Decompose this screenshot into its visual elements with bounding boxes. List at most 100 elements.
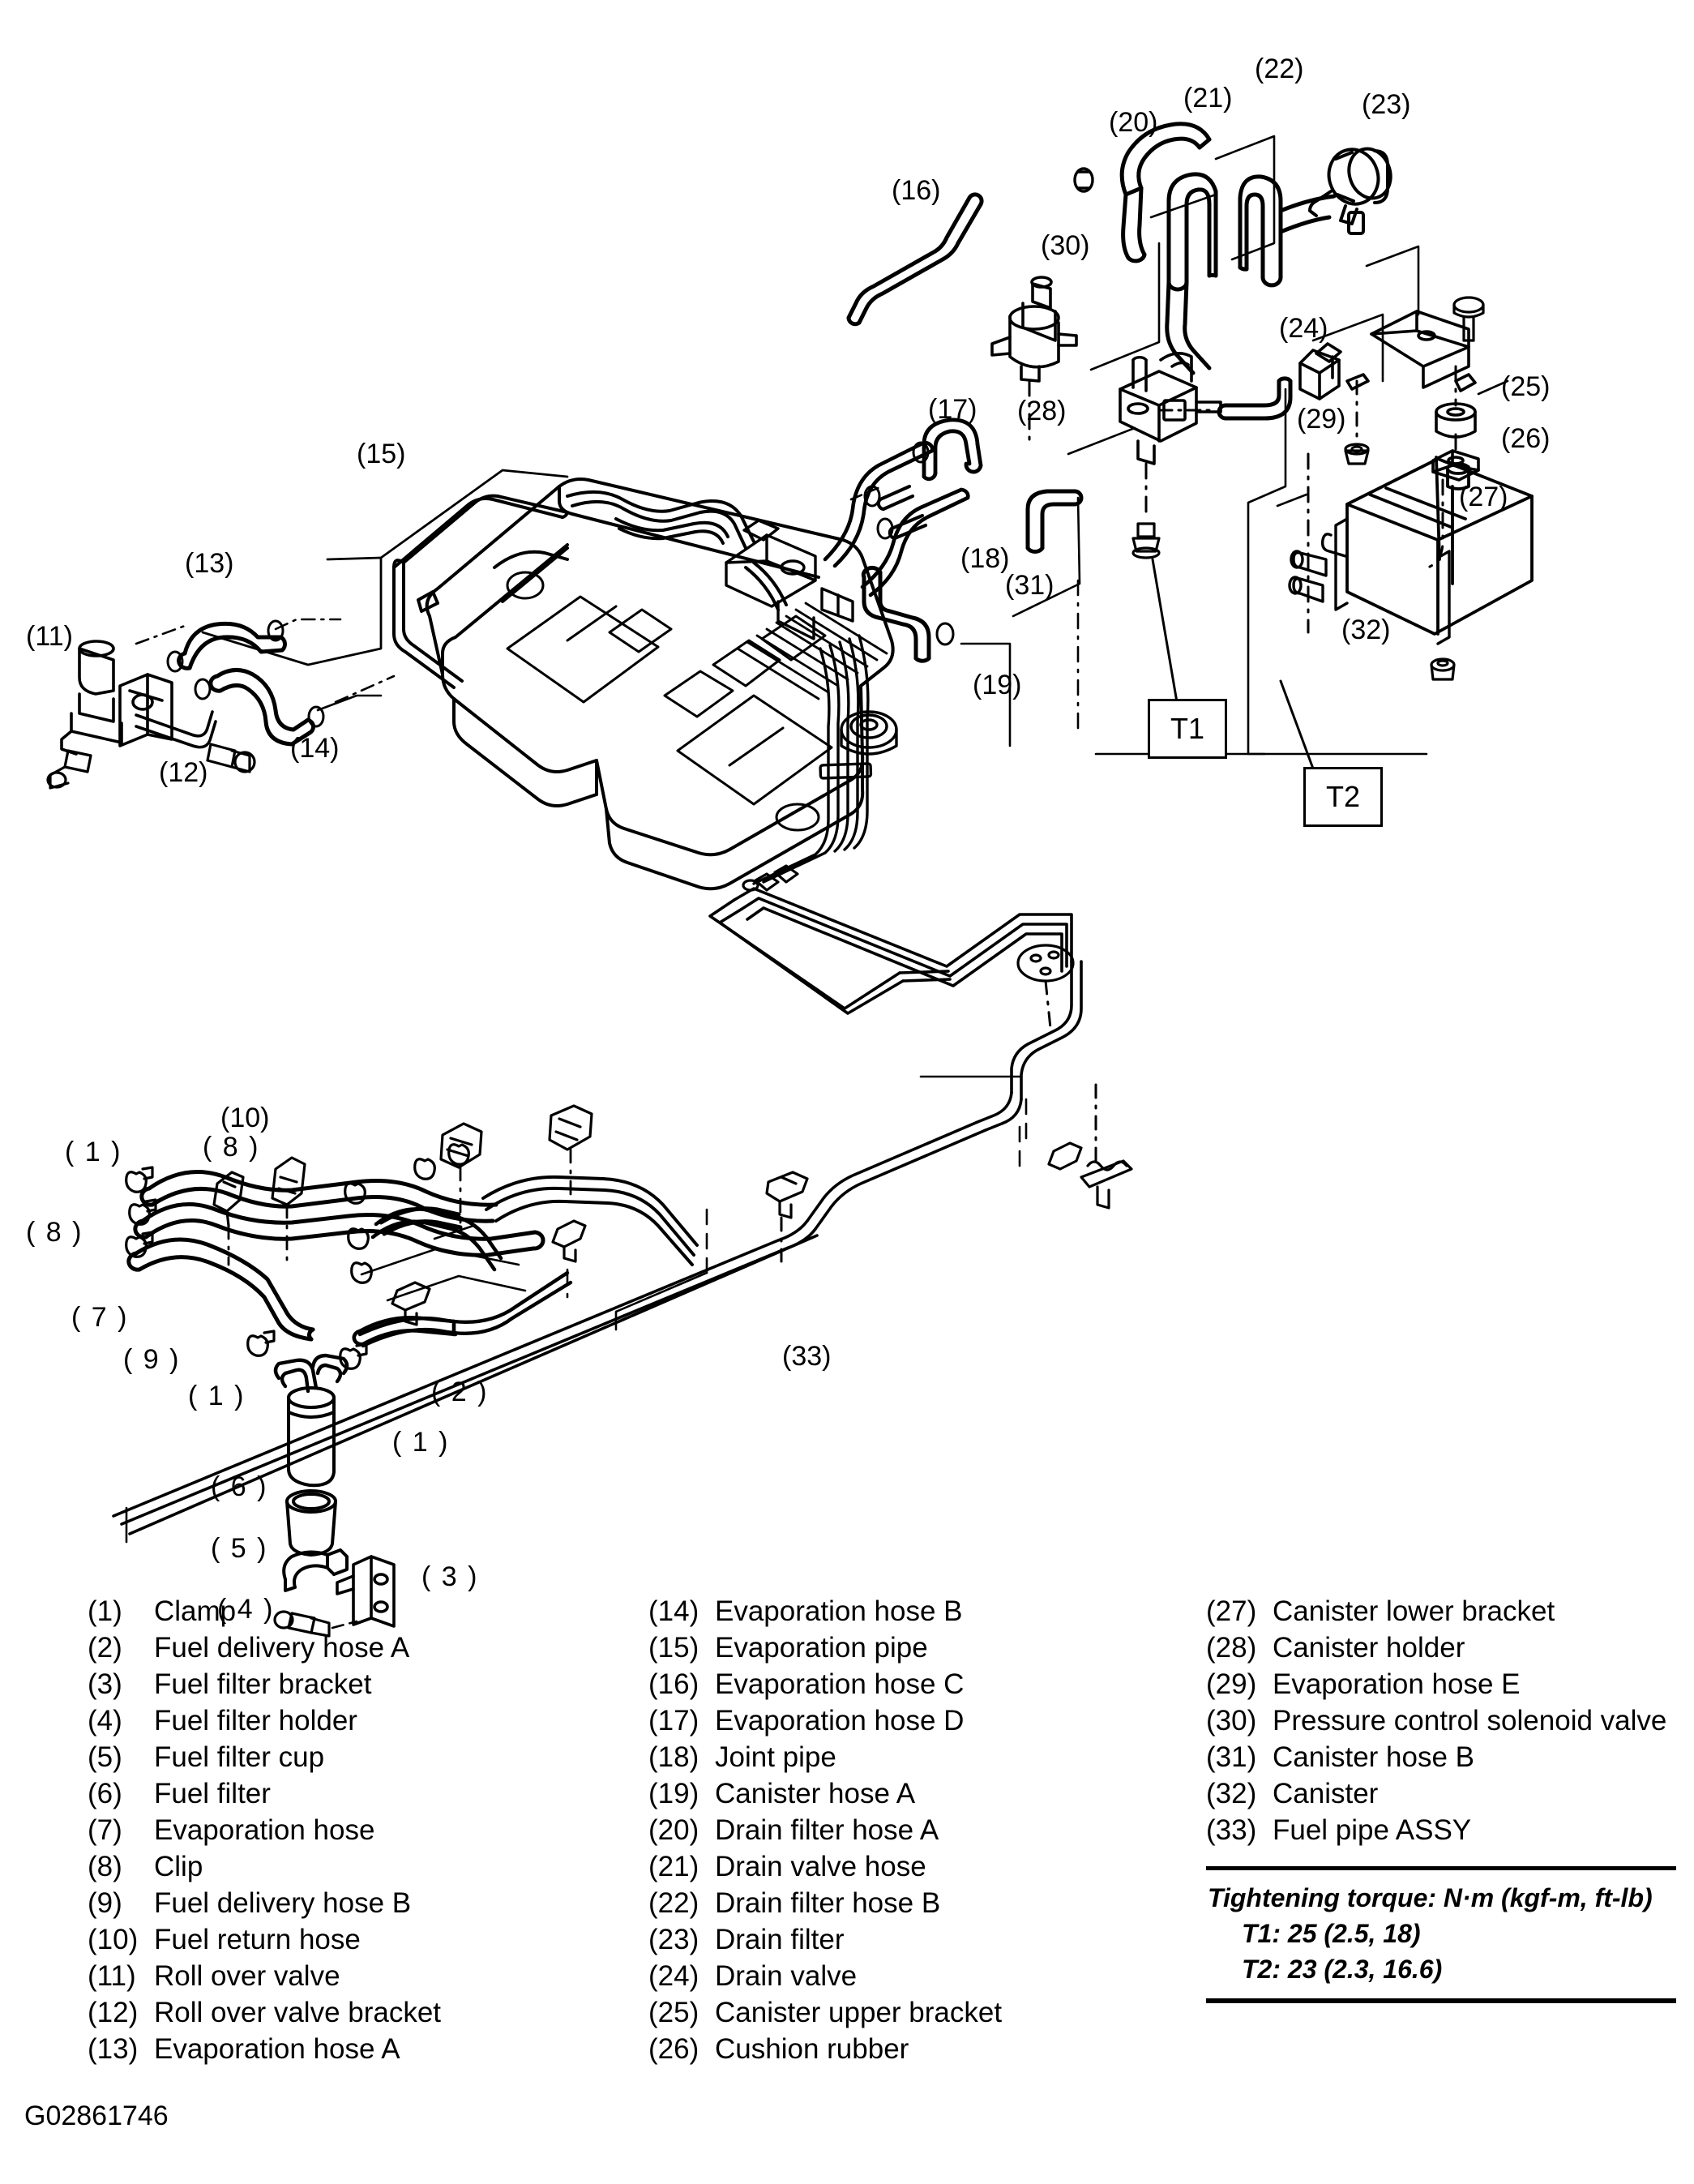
canister [1345, 456, 1534, 636]
legend-number: (1) [88, 1595, 122, 1627]
legend-number: (18) [648, 1741, 699, 1773]
callout-16: (16) [892, 175, 941, 206]
legend-number: (26) [648, 2033, 699, 2065]
legend-number: (14) [648, 1595, 699, 1627]
callout-20: (20) [1109, 107, 1158, 138]
callout-27: (27) [1459, 482, 1508, 512]
legend-label: Fuel filter [154, 1778, 271, 1809]
tank-top-tubes [566, 490, 788, 611]
callout-22: (22) [1255, 54, 1304, 84]
legend-number: (25) [648, 1997, 699, 2028]
joint-pipe [876, 484, 928, 541]
torque-note-bottom-rule [1206, 1998, 1676, 2003]
clip [413, 1158, 436, 1180]
callout-30: (30) [1041, 230, 1090, 261]
legend-number: (24) [648, 1960, 699, 1992]
callout-1-c: ( 1 ) [392, 1427, 450, 1458]
legend-column-1: (1)Clamp (2)Fuel delivery hose A (3)Fuel… [88, 1593, 606, 2067]
callout-25: (25) [1501, 371, 1551, 402]
callout-28: (28) [1017, 396, 1067, 426]
legend-label: Fuel pipe ASSY [1273, 1814, 1472, 1846]
canister-hose-a [861, 565, 931, 663]
clip-ring [863, 441, 930, 540]
fuel-pipe-assy [112, 887, 1083, 1535]
legend-label: Evaporation pipe [715, 1632, 928, 1664]
clip [350, 1261, 373, 1284]
tightening-torque-note: Tightening torque: N·m (kgf-m, ft-lb) T1… [1206, 1866, 1676, 2003]
legend-label: Cushion rubber [715, 2033, 909, 2065]
bolt [1131, 522, 1161, 559]
legend-label: Roll over valve bracket [154, 1997, 442, 2028]
bolt [206, 743, 256, 773]
pressure-control-solenoid-valve [990, 276, 1078, 383]
callout-29: (29) [1297, 404, 1346, 435]
callout-33: (33) [782, 1341, 832, 1372]
callout-1-a: ( 1 ) [65, 1137, 122, 1167]
legend-item: (17)Evaporation hose D [648, 1702, 1216, 1739]
legend-label: Evaporation hose C [715, 1668, 965, 1700]
fuel-tank [425, 477, 895, 891]
legend-label: Canister [1273, 1778, 1379, 1809]
legend-label: Joint pipe [715, 1741, 836, 1773]
legend-label: Evaporation hose B [715, 1595, 963, 1627]
legend-number: (2) [88, 1632, 122, 1664]
legend-label: Roll over valve [154, 1960, 340, 1992]
legend-item: (3)Fuel filter bracket [88, 1666, 606, 1702]
pipe-clip [1080, 1159, 1133, 1210]
legend-item: (12)Roll over valve bracket [88, 1994, 606, 2031]
callout-17: (17) [928, 394, 977, 425]
legend-item: (32)Canister [1206, 1775, 1692, 1812]
clip [128, 1198, 157, 1226]
fuel-delivery-hose-b [126, 1237, 315, 1342]
callout-5: ( 5 ) [211, 1533, 268, 1564]
legend-item: (1)Clamp [88, 1593, 606, 1629]
evaporation-hose-a [177, 621, 287, 670]
legend-item: (20)Drain filter hose A [648, 1812, 1216, 1848]
legend-number: (15) [648, 1632, 699, 1664]
legend-label: Canister lower bracket [1273, 1595, 1555, 1627]
legend-number: (31) [1206, 1741, 1257, 1773]
torque-note-top-rule [1206, 1866, 1676, 1870]
legend-item: (21)Drain valve hose [648, 1848, 1216, 1885]
legend-item: (14) Evaporation hose B [648, 1593, 1216, 1629]
canister-upper-bracket [1370, 310, 1477, 392]
nut [1344, 443, 1370, 465]
callout-9: ( 9 ) [123, 1344, 181, 1375]
callout-3: ( 3 ) [421, 1561, 479, 1592]
legend-item: (8)Clip [88, 1848, 606, 1885]
legend-label: Fuel return hose [154, 1924, 361, 1955]
tank-panels [506, 571, 833, 832]
legend-number: (23) [648, 1924, 699, 1955]
legend-number: (29) [1206, 1668, 1257, 1700]
legend-label: Canister holder [1273, 1632, 1465, 1664]
legend-item: (19)Canister hose A [648, 1775, 1216, 1812]
legend-number: (13) [88, 2033, 139, 2065]
legend-item: (22)Drain filter hose B [648, 1885, 1216, 1921]
callout-14: (14) [290, 733, 340, 764]
t2-leader [1279, 679, 1315, 770]
torque-note-heading: Tightening torque: N·m (kgf-m, ft-lb) [1208, 1883, 1653, 1912]
legend-number: (21) [648, 1851, 699, 1882]
nut [1430, 657, 1456, 681]
canister-hose-b [1025, 489, 1084, 554]
legend-item: (7)Evaporation hose [88, 1812, 606, 1848]
legend-number: (9) [88, 1887, 122, 1919]
legend-item: (9) Fuel delivery hose B [88, 1885, 606, 1921]
fuel-filter [287, 1386, 336, 1488]
legend-number: (4) [88, 1705, 122, 1736]
legend-label: Fuel filter bracket [154, 1668, 372, 1700]
callout-6: ( 6 ) [211, 1471, 268, 1502]
legend-item: (11)Roll over valve [88, 1958, 606, 1994]
legend-number: (28) [1206, 1632, 1257, 1664]
clip [347, 1227, 370, 1250]
clip-ring [166, 619, 284, 700]
canister-ports [1288, 533, 1347, 603]
legend-number: (8) [88, 1851, 122, 1882]
callout-10: (10) [220, 1103, 270, 1133]
legend-label: Canister hose A [715, 1778, 916, 1809]
callout-32: (32) [1341, 615, 1391, 645]
clamp [439, 1122, 483, 1169]
legend-label: Fuel delivery hose B [154, 1887, 412, 1919]
legend-label: Canister hose B [1273, 1741, 1475, 1773]
fuel-pipe-bundle [752, 634, 873, 885]
